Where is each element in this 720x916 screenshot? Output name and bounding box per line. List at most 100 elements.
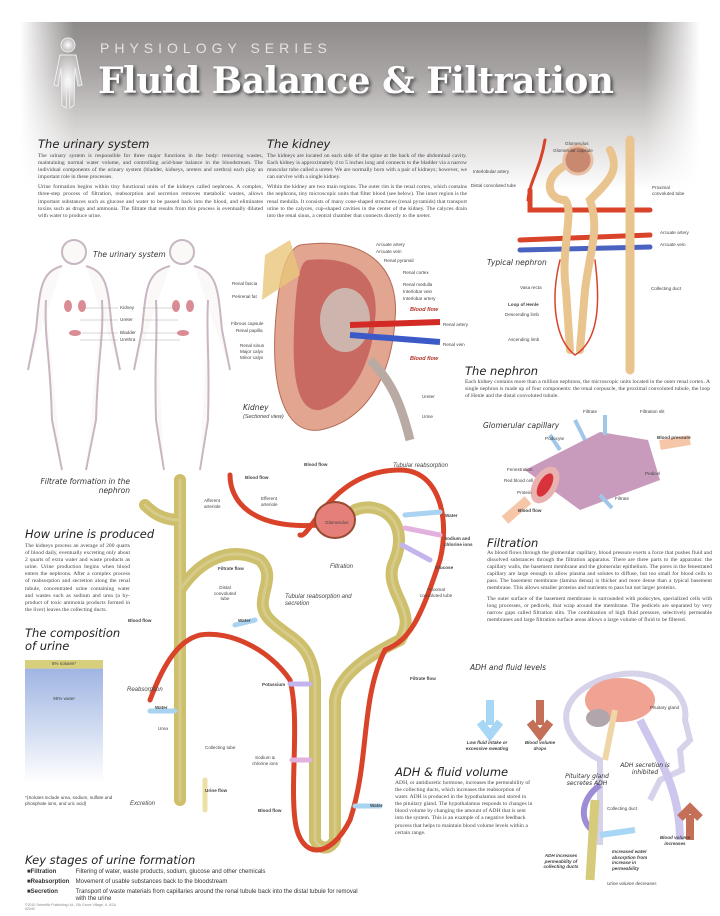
label: Collecting tube [205, 745, 236, 750]
stage-term: Secretion [30, 889, 58, 895]
label: Urine flow [205, 788, 228, 793]
label: Glomerulus [325, 520, 349, 525]
label: Interlobar artery [403, 296, 436, 301]
urinary-p2: Urine formation begins within tiny funct… [38, 184, 263, 219]
label: Blood flow [518, 508, 542, 513]
header-banner [20, 22, 700, 262]
label: Minor calyx [240, 355, 264, 360]
filtration-title: Filtration [487, 536, 539, 550]
label: Pituitary gland [650, 705, 680, 710]
label: Sodium and chlorine ions [444, 536, 473, 547]
label: Excretion [130, 801, 156, 807]
label: Ureter [422, 394, 435, 399]
filtration-text: As blood flows through the glomerular ca… [487, 550, 712, 627]
label: Pituitary gland secretes ADH [565, 773, 609, 787]
adh-volume-text: ADH, or antidiuretic hormone, increases … [395, 780, 533, 836]
label: Filtrate flow [410, 676, 436, 681]
capillary-title: Glomerular capillary [483, 421, 560, 430]
label: Proximal convoluted tube [652, 185, 685, 196]
label: Fenestration [507, 467, 533, 472]
kidney-organs [64, 300, 194, 336]
label: Renal pyramid [384, 258, 414, 263]
urinary-title: The urinary system [38, 137, 150, 151]
stage-desc: Transport of waste materials from capill… [75, 889, 358, 902]
filtration-p2: The outer surface of the basement membra… [487, 595, 712, 623]
label: Filtration slit [640, 409, 665, 414]
label: Distal convoluted tube [470, 183, 516, 188]
label: Blood flow [304, 462, 328, 467]
how-urine-title: How urine is produced [25, 527, 155, 541]
label: Distal convoluted tube [213, 585, 237, 601]
adh-head-figure [476, 670, 703, 881]
filtrate-title: Filtrate formation in the nephron [40, 477, 130, 495]
label: Arcuate vein [660, 242, 686, 247]
label: Major calyx [240, 349, 264, 354]
label: Low fluid intake or excessive sweating [465, 740, 509, 751]
nephron-title: The nephron [465, 364, 539, 378]
urinary-p1: The urinary system is responsible for th… [38, 153, 263, 181]
label: Blood flow [245, 475, 269, 480]
label: Arcuate artery [376, 242, 405, 247]
label: Renal artery [443, 322, 469, 327]
kidney-caption: Kidney [243, 403, 269, 412]
label: Protein [517, 490, 532, 495]
label: Urea [158, 726, 168, 731]
nephron-caption: Typical nephron [487, 258, 547, 267]
human-silhouette-icon [53, 37, 83, 109]
label: Renal fascia [232, 281, 258, 286]
label: Filtrate [583, 409, 598, 414]
filtration-p1: As blood flows through the glomerular ca… [487, 550, 712, 592]
label: Glucose [435, 565, 454, 570]
key-stages-title: Key stages of urine formation [25, 853, 196, 867]
kidney-section-figure [262, 240, 441, 442]
label: Filtrate [615, 496, 630, 501]
label: Pedicel [645, 471, 661, 476]
label: Glomerulus [565, 141, 589, 146]
stage-term: Reabsorption [30, 879, 70, 885]
how-urine-text: The kidneys process an average of 200 qu… [25, 543, 130, 613]
nephron-text: Each kidney contains more than a million… [465, 379, 710, 400]
glomerular-capillary-figure [501, 415, 691, 524]
label: Renal medulla [403, 282, 433, 287]
label: Glomerular capsule [553, 148, 593, 153]
label: Water [445, 513, 458, 518]
label: Proximal convoluted tube [419, 587, 453, 598]
kidney-title: The kidney [267, 137, 331, 151]
label: Red blood cell [504, 478, 534, 483]
label: Urethra [120, 337, 136, 342]
label: Blood volume drops [524, 740, 556, 751]
composition-note: *(Solutes include urea, sodium, sulfate … [25, 795, 113, 806]
adh-volume-title: ADH & fluid volume [395, 765, 509, 779]
solutes-label: 5% solutes* [51, 661, 77, 666]
label: Filtrate flow [218, 566, 244, 571]
label: Bladder [120, 330, 136, 335]
label: Blood flow [258, 808, 282, 813]
label: Arcuate vein [376, 249, 402, 254]
stage-desc: Filtering of water, waste products, sodi… [75, 869, 266, 875]
label: Arcuate artery [660, 230, 689, 235]
urinary-text: The urinary system is responsible for th… [38, 153, 263, 223]
kidney-text: The kidneys are located on each side of … [267, 153, 467, 223]
adh-levels-title: ADH and fluid levels [470, 663, 546, 672]
label: Renal papilla [236, 328, 263, 333]
typical-nephron-figure [517, 135, 653, 375]
label: Afferent arteriole [204, 498, 221, 509]
label: Renal vein [443, 342, 465, 347]
label: Collecting duct [651, 286, 682, 291]
product-code: #2040 [25, 907, 35, 911]
label: Ureter [120, 317, 133, 322]
label: Perirenal fat [232, 294, 257, 299]
label: Blood flow [128, 618, 152, 623]
kidney-p1: The kidneys are located on each side of … [267, 153, 467, 181]
label: Water [238, 618, 251, 623]
label: Blood flow [410, 307, 439, 313]
series-label: PHYSIOLOGY SERIES [100, 40, 332, 56]
urinary-figure-caption: The urinary system [93, 250, 166, 259]
label: Blood volume increases [659, 835, 691, 846]
label: Tubular reabsorption [393, 463, 448, 469]
label: Podocyte [545, 436, 565, 441]
label: Increased water absorption from increase… [612, 849, 648, 871]
